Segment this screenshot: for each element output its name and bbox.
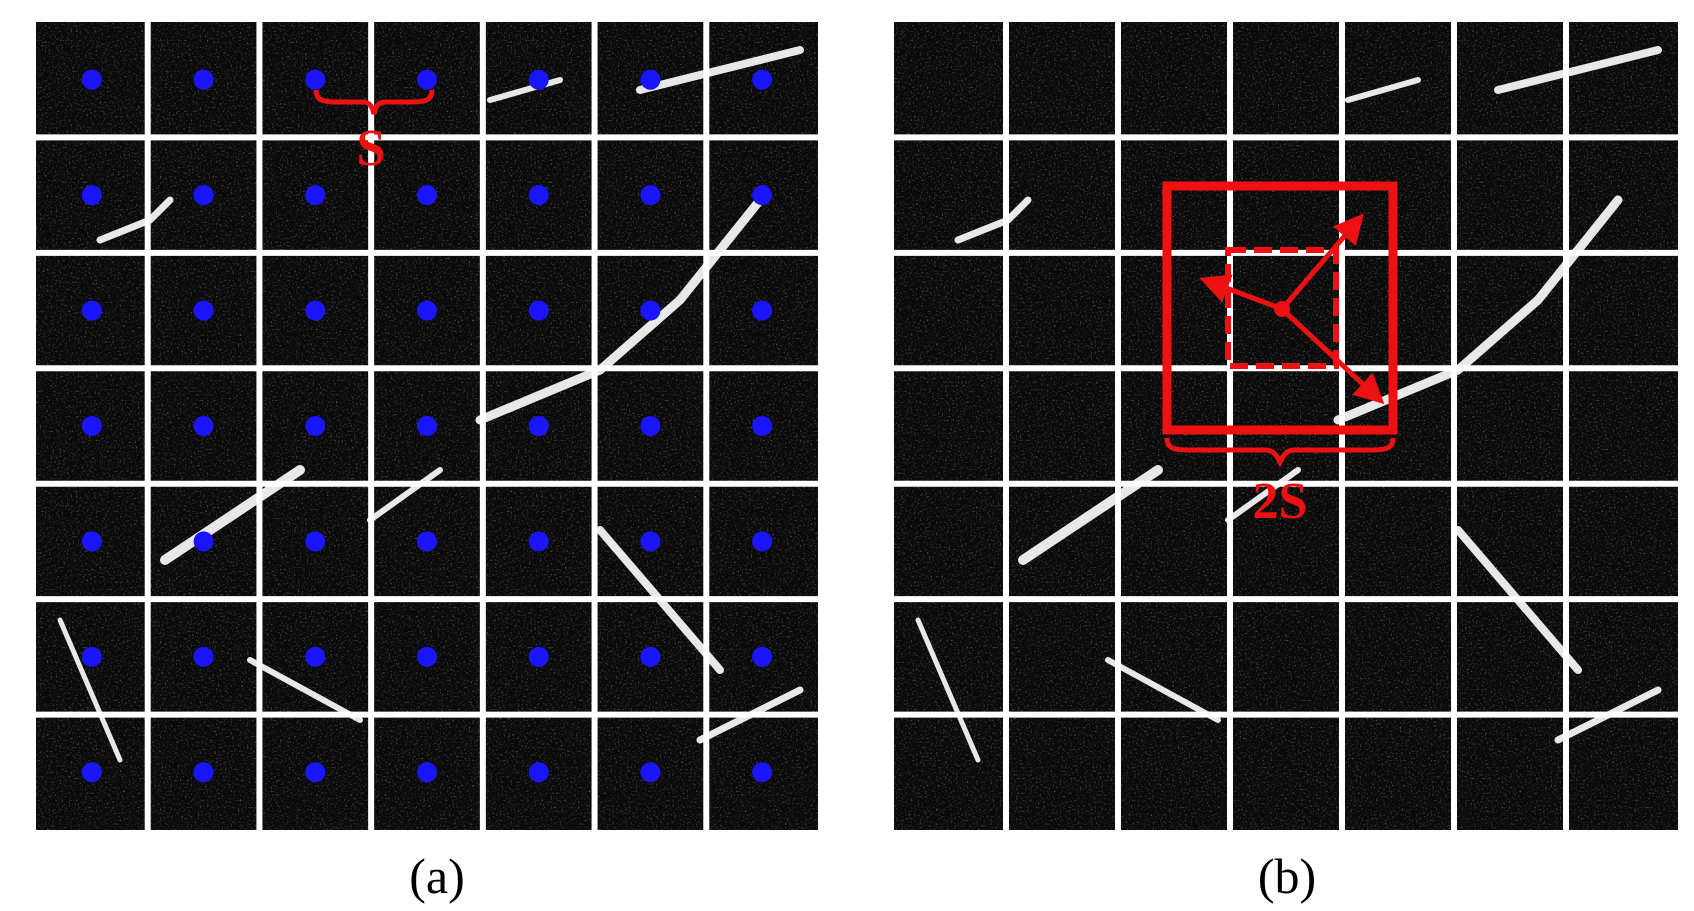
seed-point bbox=[193, 185, 214, 206]
seed-point bbox=[417, 531, 437, 552]
seed-point bbox=[81, 300, 102, 321]
seed-point bbox=[640, 69, 661, 90]
seed-point bbox=[305, 300, 326, 321]
seed-point bbox=[417, 416, 437, 436]
seed-point bbox=[193, 416, 214, 436]
grid-lines-a bbox=[36, 22, 818, 830]
seed-point bbox=[305, 646, 326, 667]
seed-point bbox=[640, 300, 661, 321]
seed-point bbox=[81, 646, 102, 667]
search-range-label: 2S bbox=[1253, 473, 1308, 530]
seed-point bbox=[752, 646, 773, 667]
seed-point bbox=[417, 646, 437, 667]
seed-point bbox=[528, 185, 549, 206]
seed-points bbox=[81, 69, 773, 783]
interval-label: S bbox=[357, 120, 386, 177]
seed-point bbox=[305, 185, 326, 206]
seed-point bbox=[417, 185, 437, 206]
search-range-brace bbox=[1164, 437, 1396, 468]
seed-point bbox=[417, 300, 437, 321]
seed-point bbox=[528, 300, 549, 321]
panel-b: 2S (b) bbox=[894, 22, 1678, 904]
seed-point bbox=[305, 416, 326, 436]
seed-point bbox=[193, 762, 214, 783]
seed-point bbox=[640, 185, 661, 206]
seed-point bbox=[528, 762, 549, 783]
seed-point bbox=[81, 185, 102, 206]
seed-point bbox=[193, 646, 214, 667]
seed-point bbox=[640, 646, 661, 667]
seed-point bbox=[752, 416, 773, 436]
seed-point bbox=[640, 762, 661, 783]
seed-point bbox=[752, 185, 773, 206]
search-arrows bbox=[1199, 213, 1385, 405]
panel-a: S (a) bbox=[36, 22, 818, 904]
seed-point bbox=[528, 531, 549, 552]
seed-point bbox=[305, 762, 326, 783]
seed-point bbox=[528, 416, 549, 436]
seed-point bbox=[640, 531, 661, 552]
seed-point bbox=[305, 69, 326, 90]
cluster-center-cell bbox=[1225, 247, 1339, 369]
seed-point bbox=[752, 762, 773, 783]
seed-point bbox=[81, 69, 102, 90]
seed-point bbox=[193, 531, 214, 552]
seed-point bbox=[193, 69, 214, 90]
caption-b: (b) bbox=[1258, 848, 1316, 904]
seed-point bbox=[81, 762, 102, 783]
seed-point bbox=[417, 69, 437, 90]
seed-point bbox=[305, 531, 326, 552]
search-window bbox=[1162, 181, 1398, 435]
seed-point bbox=[640, 416, 661, 436]
seed-point bbox=[193, 300, 214, 321]
seed-point bbox=[752, 300, 773, 321]
interval-brace bbox=[313, 89, 435, 115]
caption-a: (a) bbox=[409, 848, 465, 904]
seed-point bbox=[417, 762, 437, 783]
seed-point bbox=[528, 646, 549, 667]
seed-point bbox=[752, 531, 773, 552]
seed-point bbox=[81, 531, 102, 552]
seed-point bbox=[752, 69, 773, 90]
seed-point bbox=[528, 69, 549, 90]
seed-point bbox=[81, 416, 102, 436]
